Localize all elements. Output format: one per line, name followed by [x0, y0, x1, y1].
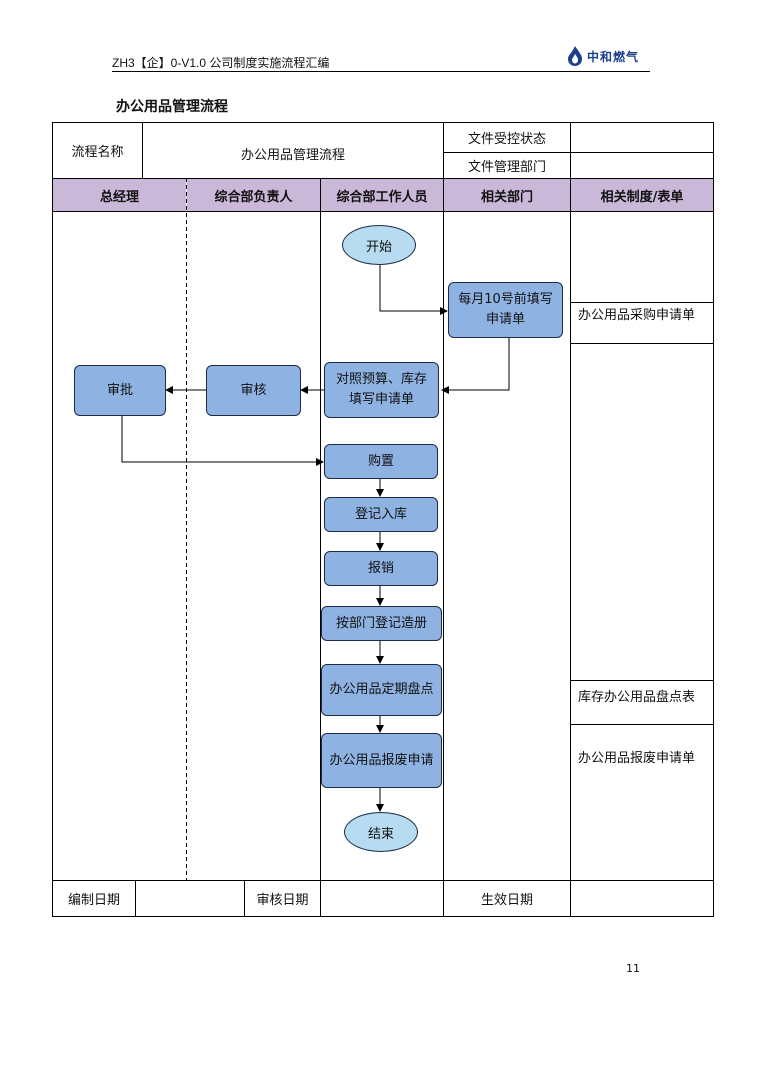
node-approve: 审批	[74, 365, 166, 416]
logo-text: 中和燃气	[587, 49, 640, 64]
lane-related-forms: 相关制度/表单	[571, 179, 713, 211]
arrow-approve-to-purchase	[121, 416, 324, 466]
process-name-label: 流程名称	[71, 145, 124, 160]
arrow-fill-to-check	[441, 338, 510, 394]
effective-date-label: 生效日期	[480, 893, 533, 908]
document-code: ZH3【企】0-V1.0 公司制度实施流程汇编	[112, 56, 330, 70]
compile-date-label: 编制日期	[67, 893, 120, 908]
lane-admin-head: 综合部负责人	[187, 179, 320, 211]
effective-date-value	[571, 881, 713, 916]
node-start: 开始	[342, 225, 416, 265]
lane-related-dept: 相关部门	[444, 179, 570, 211]
node-check-budget: 对照预算、库存填写申请单	[324, 362, 439, 418]
review-date-value	[321, 881, 443, 916]
node-register-dept: 按部门登记造册	[321, 606, 442, 641]
node-register-in: 登记入库	[324, 497, 438, 532]
compile-date-value	[136, 881, 244, 916]
arrow-start-to-fill	[379, 264, 448, 315]
document-title: 办公用品管理流程	[116, 99, 228, 115]
lane-admin-staff: 综合部工作人员	[321, 179, 443, 211]
control-status-label: 文件受控状态	[467, 132, 546, 147]
node-review: 审核	[206, 365, 301, 416]
node-fill-request: 每月10号前填写申请单	[448, 282, 563, 338]
process-name-value: 办公用品管理流程	[240, 148, 345, 163]
node-inventory: 办公用品定期盘点	[321, 664, 442, 716]
form-purchase-request: 办公用品采购申请单	[578, 308, 696, 323]
header-divider	[112, 71, 650, 72]
form-scrap-request: 办公用品报废申请单	[578, 751, 696, 766]
company-logo: 中和燃气	[566, 44, 650, 68]
managing-dept-label: 文件管理部门	[467, 160, 546, 175]
review-date-label: 审核日期	[256, 893, 309, 908]
form-inventory-sheet: 库存办公用品盘点表	[578, 690, 696, 705]
node-purchase: 购置	[324, 444, 438, 479]
node-end: 结束	[344, 812, 418, 852]
node-scrap: 办公用品报废申请	[321, 733, 442, 788]
page-number: 11	[626, 962, 640, 975]
node-reimburse: 报销	[324, 551, 438, 586]
flame-logo-icon	[568, 46, 582, 66]
lane-general-manager: 总经理	[53, 179, 186, 211]
